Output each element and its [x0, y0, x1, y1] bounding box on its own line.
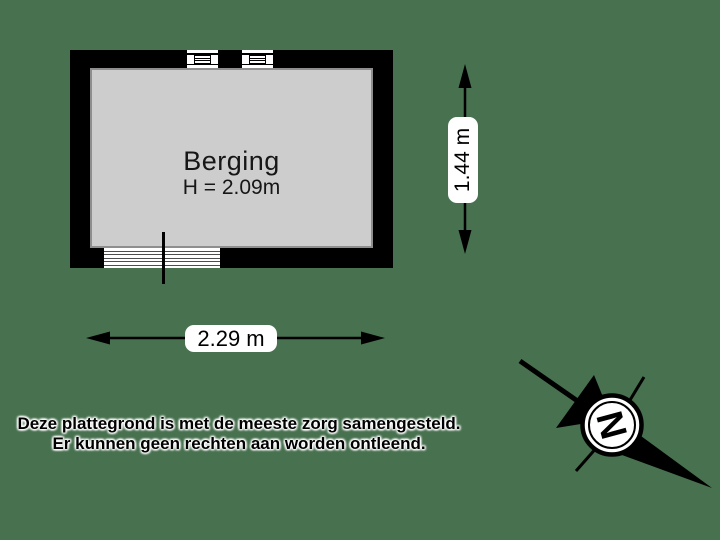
- compass-needle-point: [622, 428, 712, 488]
- window-vent-box: [194, 54, 211, 64]
- compass-north-letter: N: [588, 407, 635, 443]
- compass-needle-west-fin: [556, 375, 612, 428]
- compass-cross-tick: [574, 445, 600, 472]
- disclaimer-line-1: Deze plattegrond is met de meeste zorg s…: [17, 414, 461, 433]
- room-name-label: Berging: [183, 146, 280, 176]
- disclaimer-line-2: Er kunnen geen rechten aan worden ontlee…: [52, 434, 426, 453]
- door-axis-line: [162, 232, 165, 284]
- window-slat: [250, 57, 265, 59]
- window-slat: [195, 59, 210, 61]
- compass-cross-tick: [625, 376, 646, 406]
- window-vent-box: [249, 54, 266, 64]
- window-slat: [250, 59, 265, 61]
- window-frame-line: [187, 53, 218, 55]
- room-height-label: H = 2.09m: [182, 176, 281, 199]
- compass-outer-ring: [580, 393, 644, 457]
- window-frame-line: [242, 53, 273, 55]
- window-frame-line: [242, 63, 273, 65]
- width-dimension-text: 2.29 m: [197, 325, 265, 351]
- window-symbol: [242, 50, 273, 68]
- compass-inner-ring: [588, 401, 636, 449]
- north-arrow-compass: N: [518, 358, 712, 488]
- width-dimension-value: 2.29 m: [185, 325, 277, 352]
- compass-needle-shaft: [518, 358, 614, 428]
- room-floor: [90, 68, 373, 248]
- height-dimension-text: 1.44 m: [451, 127, 474, 193]
- window-slat: [195, 57, 210, 59]
- height-dimension-value: 1.44 m: [448, 117, 478, 203]
- window-frame-line: [187, 63, 218, 65]
- disclaimer-text: Deze plattegrond is met de meeste zorg s…: [0, 414, 478, 454]
- window-symbol: [187, 50, 218, 68]
